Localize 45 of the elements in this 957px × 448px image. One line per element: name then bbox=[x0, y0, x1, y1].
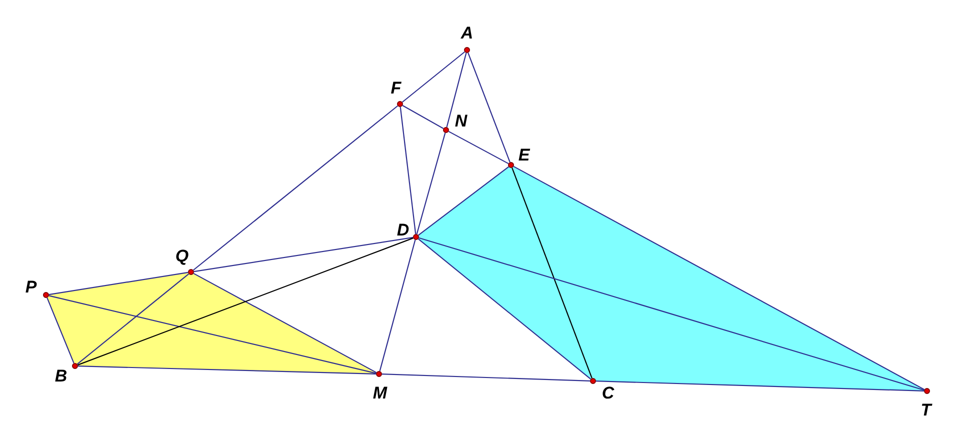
line-segment bbox=[46, 298, 74, 364]
point-label: B bbox=[54, 368, 68, 384]
line-segment bbox=[400, 106, 416, 234]
point-marker bbox=[413, 234, 419, 240]
line-segment bbox=[76, 273, 190, 365]
line-segment bbox=[418, 237, 924, 391]
line-segment bbox=[416, 132, 446, 234]
line-segment bbox=[513, 166, 925, 390]
line-segment bbox=[193, 105, 398, 271]
point-label: N bbox=[454, 112, 468, 130]
point-marker bbox=[508, 162, 514, 168]
line-segment bbox=[48, 295, 376, 374]
point-label: T bbox=[920, 402, 932, 418]
point-label: E bbox=[518, 146, 530, 164]
line-segment bbox=[193, 272, 377, 374]
point-label: Q bbox=[175, 248, 189, 264]
point-marker bbox=[188, 269, 194, 275]
line-segment bbox=[78, 366, 376, 374]
line-segment bbox=[382, 374, 590, 382]
point-marker bbox=[464, 47, 470, 53]
line-segment bbox=[418, 166, 509, 236]
line-segment bbox=[402, 51, 465, 103]
point-label: D bbox=[396, 222, 410, 238]
line-segment bbox=[78, 238, 414, 366]
point-marker bbox=[376, 371, 382, 377]
line-segment bbox=[48, 272, 188, 296]
line-segment bbox=[448, 130, 509, 164]
line-segment bbox=[446, 52, 467, 128]
point-marker bbox=[397, 101, 403, 107]
point-label: F bbox=[390, 80, 402, 96]
point-label: M bbox=[372, 384, 388, 402]
line-segment bbox=[379, 240, 416, 372]
line-segment bbox=[596, 380, 924, 392]
point-marker bbox=[43, 292, 49, 298]
point-label: C bbox=[602, 384, 614, 402]
point-label: P bbox=[25, 278, 37, 296]
line-segment bbox=[512, 168, 592, 378]
point-marker bbox=[443, 127, 449, 133]
line-segment bbox=[194, 236, 414, 272]
point-marker bbox=[72, 363, 78, 369]
point-label: A bbox=[460, 24, 474, 42]
line-segment bbox=[402, 105, 444, 129]
line-segment bbox=[418, 238, 592, 380]
point-marker bbox=[924, 388, 930, 394]
line-segment bbox=[468, 52, 510, 162]
